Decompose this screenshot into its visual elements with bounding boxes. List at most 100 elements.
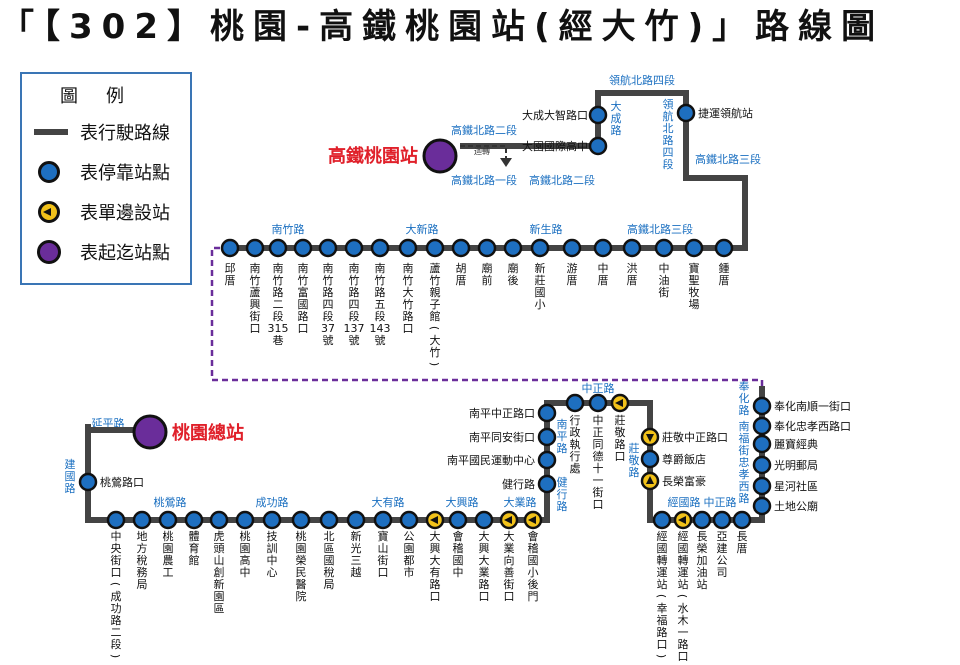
svg-text:): ) [655,654,668,658]
svg-text:四: 四 [349,298,360,311]
svg-text:路: 路 [657,626,668,639]
stop-youcuo [562,238,582,258]
svg-text:竹: 竹 [273,273,284,287]
svg-text:興: 興 [479,542,490,555]
svg-text:善: 善 [504,565,515,579]
stop-daxing_daye [474,510,494,530]
stop-daxing_dayou [425,510,445,530]
svg-text:中: 中 [453,566,464,579]
stop-marker [245,238,265,258]
stop-daye_xiangshan [499,510,519,530]
terminal-marker [422,138,458,174]
stop-nanzhu_143 [370,238,390,258]
svg-text:桃: 桃 [240,529,251,543]
direction-arrow-icon [646,476,654,484]
svg-text:園: 園 [240,542,251,555]
svg-text:街: 街 [659,285,670,299]
stop-marker [565,393,585,413]
svg-text:(: ( [109,582,122,586]
svg-text:長: 長 [737,530,748,543]
svg-text:號: 號 [375,334,386,347]
stop-baosheng [684,238,704,258]
svg-text:口: 口 [504,590,515,603]
road-label-hsr1: 高鐵北路一段 [451,173,517,187]
stop-zhuangjing_zhongzheng [640,427,660,447]
road-label-hsr3-mid: 高鐵北路三段 [627,222,693,236]
svg-text:福: 福 [657,613,668,627]
stop-xinguang [346,510,366,530]
road-label-hsr2-top: 高鐵北路二段 [451,123,517,137]
svg-text:口: 口 [378,566,389,579]
svg-text:局: 局 [324,578,335,591]
svg-text:執: 執 [570,438,581,451]
stop-huiji_xiaohoumen [523,510,543,530]
svg-text:務: 務 [137,565,148,579]
svg-text:路: 路 [611,124,622,137]
svg-text:新: 新 [214,577,225,591]
svg-text:路: 路 [629,466,640,479]
stop-marker [373,510,393,530]
stop-fenghua_zhongxiao [752,416,772,436]
stop-label-nanping_stadium: 南平國民運動中心 [447,453,535,467]
svg-text:厝: 厝 [719,274,730,287]
road-label-fenghua: 奉化路 [739,379,750,417]
stop-marker [346,510,366,530]
svg-text:國: 國 [65,470,76,483]
svg-text:會: 會 [528,529,539,543]
svg-text:國: 國 [324,554,335,567]
svg-text:央: 央 [111,542,122,555]
stop-dacheng-zhihui [588,105,608,125]
stop-marker [235,510,255,530]
svg-text:莊: 莊 [629,442,640,455]
legend-label-one-side: 表單邊設站 [80,203,170,224]
svg-text:油: 油 [659,273,670,287]
svg-text:路: 路 [298,310,309,323]
svg-text:南: 南 [349,262,360,275]
stop-marker [654,238,674,258]
stop-marker [593,238,613,258]
svg-text:胡: 胡 [456,261,467,275]
legend-label-terminal: 表起迄站點 [80,243,170,264]
stop-nanping_stadium [537,450,557,470]
svg-text:技: 技 [267,530,278,543]
road-label-chenggong: 成功路 [256,496,289,509]
svg-text:國: 國 [298,298,309,311]
stop-zhuangjing-kou [610,393,630,413]
svg-text:口: 口 [657,638,668,651]
stop-zhongyang [106,510,126,530]
stop-marker [398,238,418,258]
stop-marker [530,238,550,258]
stop-marker [268,238,288,258]
svg-text:厝: 厝 [567,274,578,287]
stop-nanzhu_luxing [245,238,265,258]
stop-label-taoying: 桃鶯路口 [100,475,144,489]
svg-text:竹: 竹 [403,297,414,311]
stop-marker [158,510,178,530]
svg-text:大: 大 [479,529,490,543]
svg-text:段: 段 [375,309,386,323]
road-label-hsr2-bottom: 高鐵北路二段 [529,173,595,187]
svg-text:站: 站 [657,577,668,591]
svg-text:中: 中 [659,262,670,275]
legend: 圖例 表行駛路線 表停靠站點 表單邊設站 表起迄站點 [20,72,192,285]
svg-text:民: 民 [296,566,307,579]
stop-xinzhuang [530,238,550,258]
svg-text:子: 子 [430,298,441,311]
stop-jingguo-xingfu [652,510,672,530]
svg-text:口: 口 [403,322,414,335]
svg-text:門: 門 [528,590,539,603]
svg-text:育: 育 [189,541,200,555]
svg-text:街: 街 [593,485,604,499]
svg-text:山: 山 [378,542,389,555]
svg-text:十: 十 [593,461,604,475]
stop-label-hucuo: 胡厝 [456,261,467,287]
svg-text:莊: 莊 [615,414,626,427]
terminal-label-taoyuan: 桃園總站 [172,422,244,444]
